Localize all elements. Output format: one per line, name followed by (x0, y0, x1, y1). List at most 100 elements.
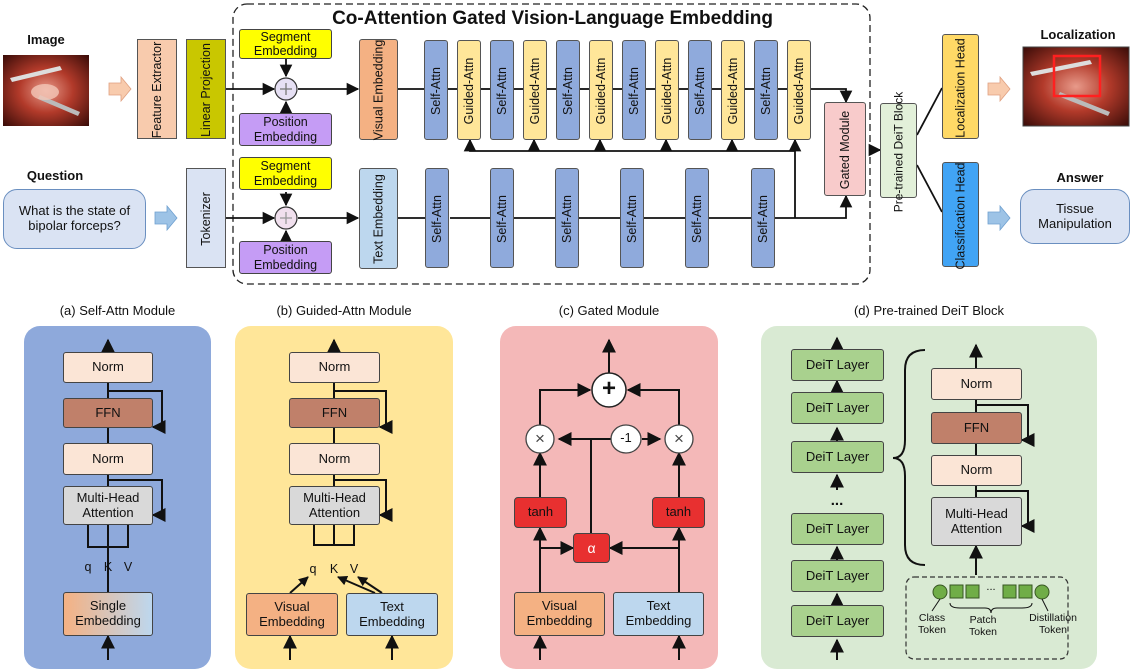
visual-guided-attn-4: Guided-Attn (655, 40, 679, 140)
panel-d-ffn: FFN (931, 412, 1022, 444)
answer-label: Answer (1056, 170, 1104, 185)
text-self-attn-2: Self-Attn (490, 168, 514, 268)
feature-extractor-label: Feature Extractor (150, 41, 165, 139)
visual-self-attn-4: Self-Attn (622, 40, 646, 140)
classification-head-label: Classification Head (953, 162, 968, 270)
tokenizer-block: Tokenizer (186, 168, 226, 268)
visual-self-attn-2: Self-Attn (490, 40, 514, 140)
panel-a-q-label: q (84, 560, 92, 574)
text-embedding-block: Text Embedding (359, 168, 398, 269)
deit-layer-1: DeiT Layer (791, 349, 884, 381)
question-label: Question (26, 168, 84, 183)
image-input-arrow (108, 75, 132, 103)
text-self-attn-3-label: Self-Attn (560, 195, 575, 243)
classification-head-block: Classification Head (942, 162, 979, 270)
token-box (905, 576, 1069, 660)
deit-layer-3: DeiT Layer (791, 441, 884, 473)
panel-c-times-left: × (535, 429, 545, 448)
deit-block: Pre-trained DeiT Block (880, 92, 917, 212)
gated-plus-node (591, 372, 627, 408)
localization-label: Localization (1040, 27, 1116, 42)
text-self-attn-1-label: Self-Attn (430, 195, 445, 243)
gated-times-right-node (664, 424, 694, 454)
panel-b-v-label: V (349, 562, 359, 576)
panel-b-norm-top: Norm (289, 352, 380, 383)
panel-a-k-label: K (103, 560, 113, 574)
panel-a-norm-top: Norm (63, 352, 153, 383)
panel-b-k-label: K (329, 562, 339, 576)
text-self-attn-6-label: Self-Attn (756, 195, 771, 243)
visual-self-attn-4-label: Self-Attn (627, 67, 642, 115)
visual-self-attn-2-label: Self-Attn (495, 67, 510, 115)
panel-b-q-label: q (309, 562, 317, 576)
question-input-arrow (154, 204, 178, 232)
visual-self-attn-6-label: Self-Attn (759, 67, 774, 115)
distillation-token-icon (1034, 584, 1050, 600)
visual-embedding-label: Visual Embedding (371, 39, 386, 141)
panel-b-text-embedding: Text Embedding (346, 593, 438, 636)
deit-layer-5: DeiT Layer (791, 560, 884, 592)
panel-b-title: (b) Guided-Attn Module (276, 303, 412, 318)
visual-guided-attn-6-label: Guided-Attn (792, 57, 807, 125)
gated-module-label: Gated Module (838, 110, 853, 190)
top-pipeline-lines (226, 58, 943, 243)
token-row (931, 584, 1050, 614)
answer-text: Tissue Manipulation (1020, 189, 1130, 244)
panel-c-title: (c) Gated Module (558, 303, 660, 318)
class-token-icon (932, 584, 948, 600)
visual-self-attn-5-label: Self-Attn (693, 67, 708, 115)
visual-guided-attn-2-label: Guided-Attn (528, 57, 543, 125)
text-self-attn-5: Self-Attn (685, 168, 709, 268)
distillation-token-label: Distillation Token (1029, 612, 1077, 637)
plus-circles (274, 77, 298, 230)
panel-a-ffn: FFN (63, 398, 153, 428)
panel-c-visual-embedding: Visual Embedding (514, 592, 605, 636)
localization-bbox (1052, 54, 1102, 98)
panel-a-title: (a) Self-Attn Module (59, 303, 176, 318)
visual-self-attn-5: Self-Attn (688, 40, 712, 140)
text-self-attn-4: Self-Attn (620, 168, 644, 268)
visual-guided-attn-2: Guided-Attn (523, 40, 547, 140)
visual-self-attn-3: Self-Attn (556, 40, 580, 140)
panel-c-bg (500, 326, 718, 669)
panel-a-single-embedding: Single Embedding (63, 592, 153, 636)
deit-layer-6: DeiT Layer (791, 605, 884, 637)
gated-module-block: Gated Module (824, 102, 866, 196)
segment-embedding-bottom: Segment Embedding (239, 157, 332, 190)
localization-head-block: Localization Head (942, 34, 979, 139)
panel-d-title: (d) Pre-trained DeiT Block (853, 303, 1005, 318)
text-self-attn-1: Self-Attn (425, 168, 449, 268)
answer-output-arrow (987, 204, 1011, 232)
visual-guided-attn-3-label: Guided-Attn (594, 57, 609, 125)
linear-projection-block: Linear Projection (186, 39, 226, 139)
text-self-attn-6: Self-Attn (751, 168, 775, 268)
visual-self-attn-1: Self-Attn (424, 40, 448, 140)
deit-layer-4: DeiT Layer (791, 513, 884, 545)
panel-b-lines (283, 338, 399, 660)
panel-c-plus-symbol: + (601, 375, 616, 402)
visual-guided-attn-5-label: Guided-Attn (726, 57, 741, 125)
visual-embedding-block: Visual Embedding (359, 39, 398, 140)
text-self-attn-5-label: Self-Attn (690, 195, 705, 243)
feature-extractor-block: Feature Extractor (137, 39, 177, 139)
visual-guided-attn-1-label: Guided-Attn (462, 57, 477, 125)
panel-d-lines (830, 336, 1035, 660)
panel-c-times-right: × (674, 429, 684, 448)
panel-b-visual-embedding: Visual Embedding (246, 593, 338, 636)
visual-self-attn-3-label: Self-Attn (561, 67, 576, 115)
panel-c-lines (533, 338, 686, 660)
deit-layer-2: DeiT Layer (791, 392, 884, 424)
output-localization-image (1022, 46, 1130, 127)
text-self-attn-2-label: Self-Attn (495, 195, 510, 243)
diagram-title: Co-Attention Gated Vision-Language Embed… (332, 8, 773, 29)
segment-embedding-top: Segment Embedding (239, 29, 332, 59)
co-attention-region (232, 3, 871, 285)
deit-brace (892, 349, 926, 566)
panel-b-norm-bottom: Norm (289, 443, 380, 475)
panel-b-ffn: FFN (289, 398, 380, 428)
panel-d-norm-top: Norm (931, 368, 1022, 400)
token-dots: ... (986, 581, 996, 593)
class-token-label: Class Token (917, 612, 947, 637)
panel-d-norm-bottom: Norm (931, 455, 1022, 486)
panel-c-minus-one: -1 (620, 430, 632, 445)
